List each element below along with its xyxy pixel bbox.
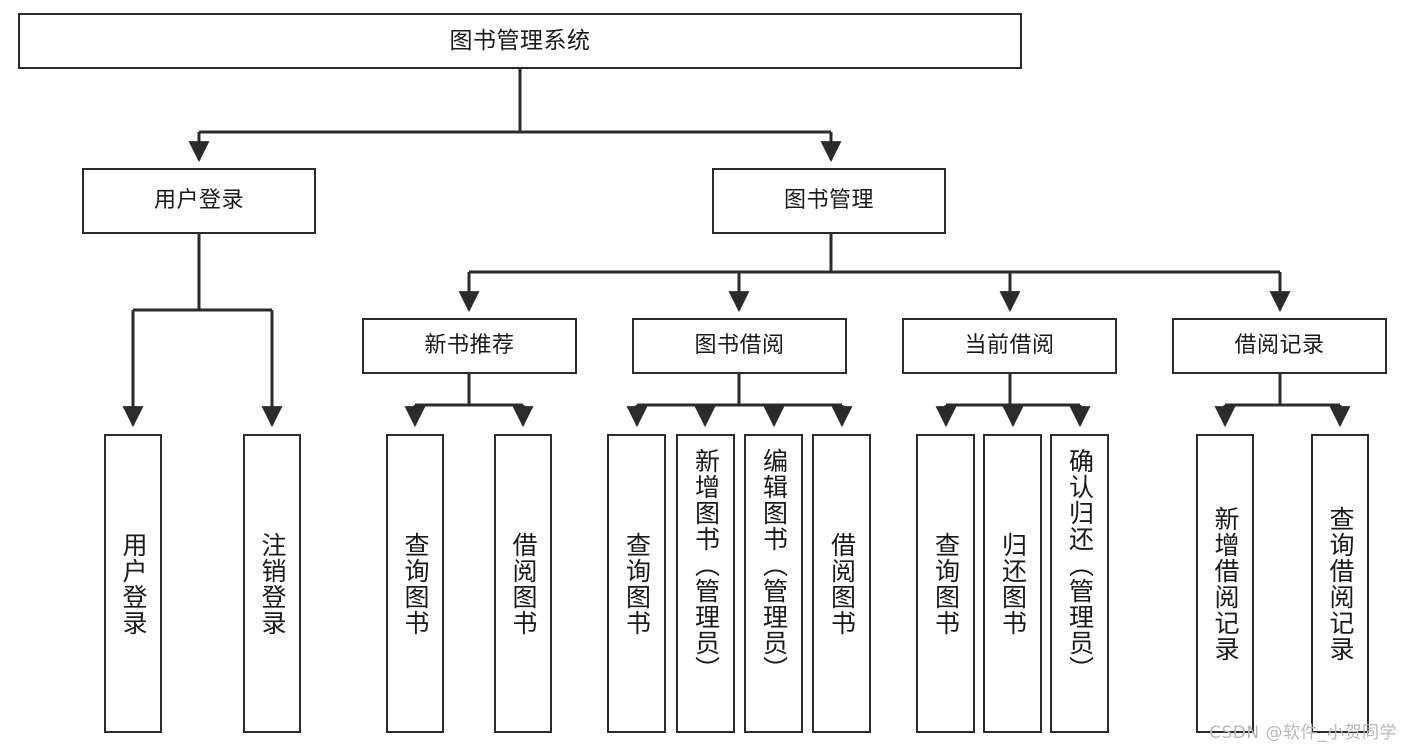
node-label: 图书借阅: [694, 333, 785, 358]
leaf-query-book-borrow[interactable]: 查询图书: [607, 434, 666, 733]
node-label: 用户登录: [153, 188, 244, 213]
leaf-borrow-book[interactable]: 借阅图书: [812, 434, 871, 733]
leaf-borrow-book-recommend[interactable]: 借阅图书: [494, 434, 552, 733]
node-label: 图书管理: [783, 188, 874, 213]
node-label: 查询图书: [622, 531, 652, 636]
node-label: 借阅图书: [509, 531, 538, 636]
node-book-management[interactable]: 图书管理: [712, 168, 946, 234]
node-root-system[interactable]: 图书管理系统: [18, 13, 1022, 69]
node-label: 新增图书（管理员）: [691, 448, 721, 682]
leaf-logout-login[interactable]: 注销登录: [243, 434, 301, 733]
node-user-login[interactable]: 用户登录: [82, 168, 316, 234]
leaf-query-book-recommend[interactable]: 查询图书: [386, 434, 444, 733]
node-label: 查询借阅记录: [1326, 505, 1355, 662]
leaf-return-book[interactable]: 归还图书: [983, 434, 1042, 733]
leaf-user-login[interactable]: 用户登录: [104, 434, 162, 733]
leaf-edit-book[interactable]: 编辑图书（管理员）: [744, 434, 803, 733]
watermark-text: CSDN @软件_小贺同学: [1209, 723, 1397, 743]
node-label: 当前借阅: [964, 333, 1055, 358]
node-label: 注销登录: [258, 531, 287, 636]
leaf-query-borrow-record[interactable]: 查询借阅记录: [1311, 434, 1369, 733]
node-label: 编辑图书（管理员）: [759, 448, 789, 682]
node-new-book-recommend[interactable]: 新书推荐: [362, 318, 577, 374]
leaf-confirm-return[interactable]: 确认归还（管理员）: [1050, 434, 1109, 733]
leaf-query-book-current[interactable]: 查询图书: [916, 434, 975, 733]
node-label: 图书管理系统: [449, 27, 591, 54]
node-label: 新书推荐: [424, 333, 515, 358]
leaf-add-book[interactable]: 新增图书（管理员）: [676, 434, 735, 733]
node-label: 查询图书: [931, 531, 961, 636]
leaf-add-borrow-record[interactable]: 新增借阅记录: [1196, 434, 1254, 733]
node-book-borrow[interactable]: 图书借阅: [632, 318, 847, 374]
node-label: 借阅记录: [1234, 333, 1325, 358]
node-label: 用户登录: [119, 531, 148, 636]
node-label: 新增借阅记录: [1211, 505, 1240, 662]
node-label: 借阅图书: [827, 531, 857, 636]
node-label: 归还图书: [998, 531, 1028, 636]
node-label: 确认归还（管理员）: [1065, 448, 1095, 682]
node-borrow-record[interactable]: 借阅记录: [1172, 318, 1387, 374]
node-current-borrow[interactable]: 当前借阅: [902, 318, 1117, 374]
node-label: 查询图书: [401, 531, 430, 636]
